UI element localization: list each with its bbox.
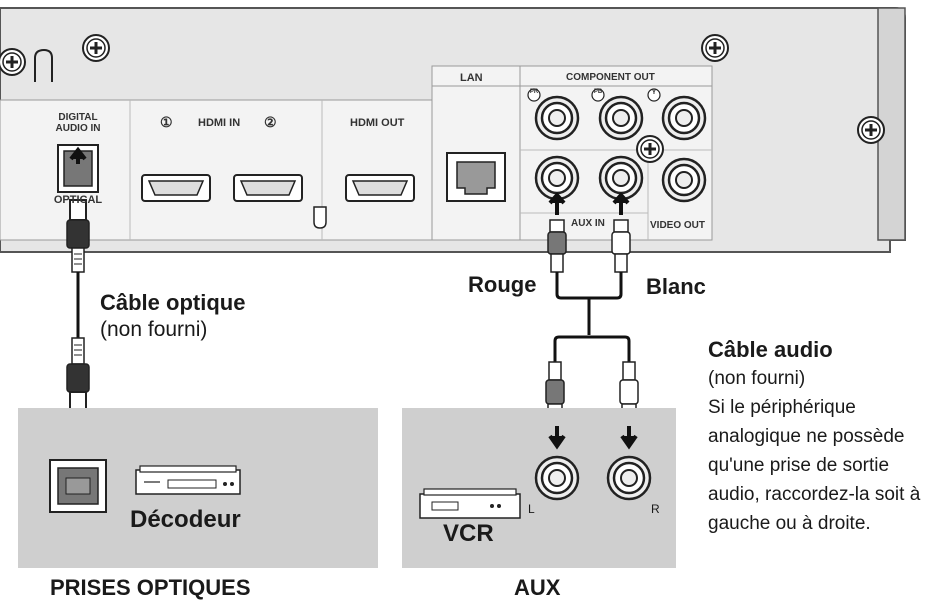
audio-cable-subtitle: (non fourni): [708, 368, 806, 389]
hdmi-in-2-number: ②: [264, 114, 277, 130]
component-pr-label: PR: [529, 89, 539, 95]
screw-icon: [0, 47, 27, 77]
screw-icon: [700, 33, 730, 63]
y-marker-icon: [647, 88, 661, 102]
digital-audio-in-label: DIGITAL AUDIO IN: [55, 112, 101, 134]
optical-device-box: [18, 408, 378, 568]
hdmi-in-2-port[interactable]: [233, 174, 303, 202]
rear-panel: [0, 7, 906, 253]
component-pr-jack[interactable]: [534, 95, 580, 141]
video-out-jack[interactable]: [661, 157, 707, 203]
screw-icon: [856, 115, 886, 145]
lock-slot-icon: [313, 206, 327, 229]
decoder-label: Décodeur: [130, 506, 241, 533]
component-y-jack[interactable]: [661, 95, 707, 141]
optical-box-caption: PRISES OPTIQUES: [50, 575, 251, 600]
lan-label: LAN: [460, 72, 483, 84]
hdmi-in-1-port[interactable]: [141, 174, 211, 202]
vcr-audio-left-jack: [534, 455, 580, 501]
optical-cable-title: Câble optique: [100, 290, 246, 315]
vcr-jack-right-label: R: [651, 502, 660, 516]
component-pb-label: PB: [593, 89, 603, 95]
vcr-device-icon: [419, 488, 521, 519]
decoder-device-icon: [135, 465, 241, 495]
audio-right-color-label: Blanc: [646, 274, 706, 299]
vcr-jack-left-label: L: [528, 502, 535, 516]
aux-box-caption: AUX: [514, 575, 561, 600]
hdmi-in-1-number: ①: [160, 114, 173, 130]
pb-marker-icon: [591, 88, 605, 102]
screw-icon: [635, 134, 665, 164]
vcr-audio-right-jack: [606, 455, 652, 501]
screw-icon: [81, 33, 111, 63]
aux-r-arrow-icon: [548, 191, 566, 215]
hdmi-out-port[interactable]: [345, 174, 415, 202]
aux-in-label: AUX IN: [571, 218, 605, 229]
vcr-label: VCR: [443, 520, 494, 547]
audio-left-color-label: Rouge: [468, 272, 537, 297]
aux-device-box: [402, 408, 676, 568]
hook-icon: [34, 48, 53, 82]
pr-marker-icon: [527, 88, 541, 102]
hdmi-in-label: HDMI IN: [198, 117, 241, 129]
component-out-label: COMPONENT OUT: [566, 72, 655, 83]
component-y-label: Y: [651, 89, 657, 96]
audio-cable-title: Câble audio: [708, 337, 833, 362]
component-pb-jack[interactable]: [598, 95, 644, 141]
optical-cable-subtitle: (non fourni): [100, 318, 208, 341]
hdmi-out-label: HDMI OUT: [350, 117, 405, 129]
optical-label: OPTICAL: [53, 194, 103, 206]
video-out-label: VIDEO OUT: [650, 220, 706, 231]
lan-port[interactable]: [446, 152, 506, 202]
aux-l-arrow-icon: [612, 191, 630, 215]
audio-cable-note: Si le périphérique analogique ne possède…: [708, 397, 921, 534]
